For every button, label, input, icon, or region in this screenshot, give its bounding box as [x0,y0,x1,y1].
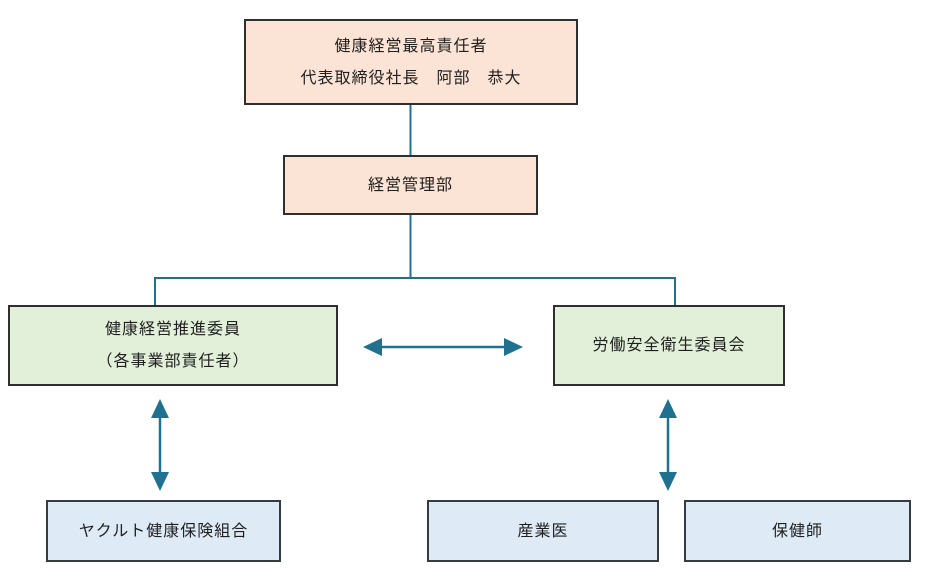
node-public-health-nurse: 保健師 [684,500,911,562]
node-physician-label: 産業医 [517,520,569,540]
arrowhead-up-icon [151,399,169,418]
node-ceo-person: 代表取締役社長 阿部 恭大 [300,67,522,87]
arrowhead-up-icon [659,399,677,418]
node-promotion-committee: 健康経営推進委員 （各事業部責任者） [8,305,338,386]
node-occupational-physician: 産業医 [427,500,659,562]
arrowhead-left-icon [363,338,382,356]
node-safety-label: 労働安全衛生委員会 [592,335,746,355]
node-ceo-title: 健康経営最高責任者 [334,35,488,55]
node-ceo: 健康経営最高責任者 代表取締役社長 阿部 恭大 [244,19,578,105]
node-insurance-label: ヤクルト健康保険組合 [78,520,249,540]
node-management-label: 経営管理部 [367,174,453,194]
node-insurance-union: ヤクルト健康保険組合 [46,500,281,562]
arrowhead-down-icon [659,472,677,491]
double-arrow-insurance [151,399,169,491]
double-arrow-medical [659,399,677,491]
node-management-dept: 経営管理部 [283,155,538,215]
double-arrow-committees [363,338,523,356]
node-safety-committee: 労働安全衛生委員会 [553,305,785,386]
node-promotion-sublabel: （各事業部責任者） [96,351,250,370]
node-nurse-label: 保健師 [771,520,823,540]
node-promotion-label: 健康経営推進委員 [104,319,241,339]
arrowhead-right-icon [504,338,523,356]
arrowhead-down-icon [151,472,169,491]
